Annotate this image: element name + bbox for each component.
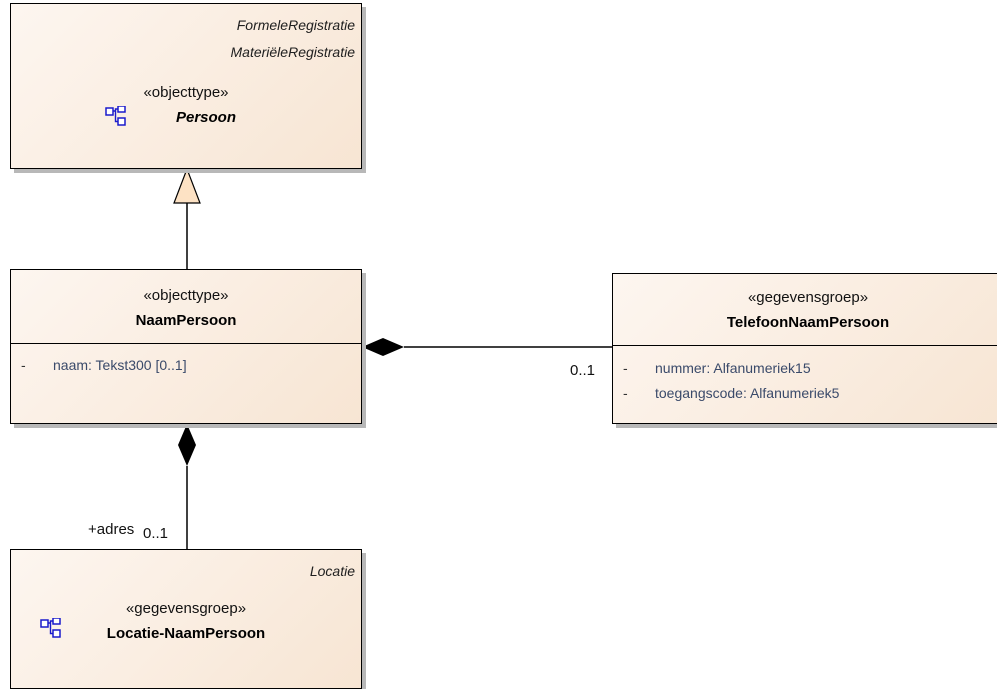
- telefoon-attribute: -toegangscode: Alfanumeriek5: [623, 385, 840, 401]
- class-persoon[interactable]: FormeleRegistratie MateriëleRegistratie …: [10, 3, 362, 169]
- naampersoon-attribute: -naam: Tekst300 [0..1]: [21, 357, 187, 373]
- adres-composition-diamond: [178, 424, 196, 466]
- class-naampersoon[interactable]: «objecttype» NaamPersoon -naam: Tekst300…: [10, 269, 362, 424]
- adres-multiplicity-label: 0..1: [143, 525, 169, 542]
- telefoon-attribute: -nummer: Alfanumeriek15: [623, 360, 811, 376]
- telefoon-name: TelefoonNaamPersoon: [726, 314, 890, 331]
- connectors: [173, 167, 612, 549]
- persoon-name: Persoon: [175, 109, 236, 126]
- persoon-tag-formele: FormeleRegistratie: [236, 17, 355, 33]
- locatie-stereotype: «gegevensgroep»: [125, 600, 247, 617]
- persoon-tag-materiele: MateriëleRegistratie: [230, 44, 356, 60]
- locatie-name: Locatie-NaamPersoon: [106, 625, 266, 642]
- naampersoon-name: NaamPersoon: [135, 312, 237, 329]
- adres-role-label: +adres: [88, 521, 135, 538]
- telefoon-stereotype: «gegevensgroep»: [747, 289, 869, 306]
- persoon-stereotype: «objecttype»: [143, 84, 229, 101]
- generalization-arrowhead: [173, 167, 201, 204]
- class-structure-icon: [105, 106, 126, 126]
- naampersoon-divider: [11, 343, 361, 344]
- telefoon-multiplicity-label: 0..1: [570, 362, 596, 379]
- telefoon-divider: [613, 345, 997, 346]
- class-telefoonnaampersoon[interactable]: «gegevensgroep» TelefoonNaamPersoon -num…: [612, 273, 997, 424]
- locatie-tag: Locatie: [309, 563, 355, 579]
- naampersoon-stereotype: «objecttype»: [143, 287, 229, 304]
- class-structure-icon: [40, 618, 61, 638]
- class-locatie-naampersoon[interactable]: Locatie «gegevensgroep» Locatie-NaamPers…: [10, 549, 362, 689]
- telefoon-composition-diamond: [362, 338, 404, 356]
